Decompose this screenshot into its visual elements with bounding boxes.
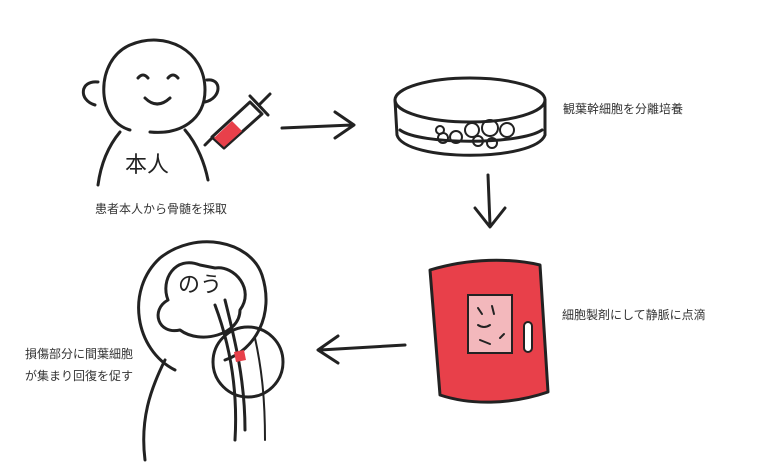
step1-caption: 患者本人から骨髄を採取: [95, 202, 228, 216]
step4-caption-line2: が集まり回復を促す: [25, 369, 134, 383]
patient-label: 本人: [125, 153, 169, 178]
arrow-left-icon: [316, 334, 407, 365]
step2-caption: 観葉幹細胞を分離培養: [563, 102, 684, 116]
brain-label: のう: [178, 273, 222, 298]
arrow-down-icon: [473, 173, 507, 229]
step3-caption: 細胞製剤にして静脈に点滴: [562, 308, 706, 322]
arrow-right-icon: [280, 110, 356, 140]
iv-bag-illustration: [428, 258, 550, 404]
step4-caption-line1: 損傷部分に間葉細胞: [25, 347, 134, 361]
brain-illustration: のう: [137, 240, 285, 462]
syringe-icon: [203, 92, 272, 150]
petri-dish-illustration: [393, 76, 547, 157]
patient-illustration: 本人: [81, 38, 220, 187]
